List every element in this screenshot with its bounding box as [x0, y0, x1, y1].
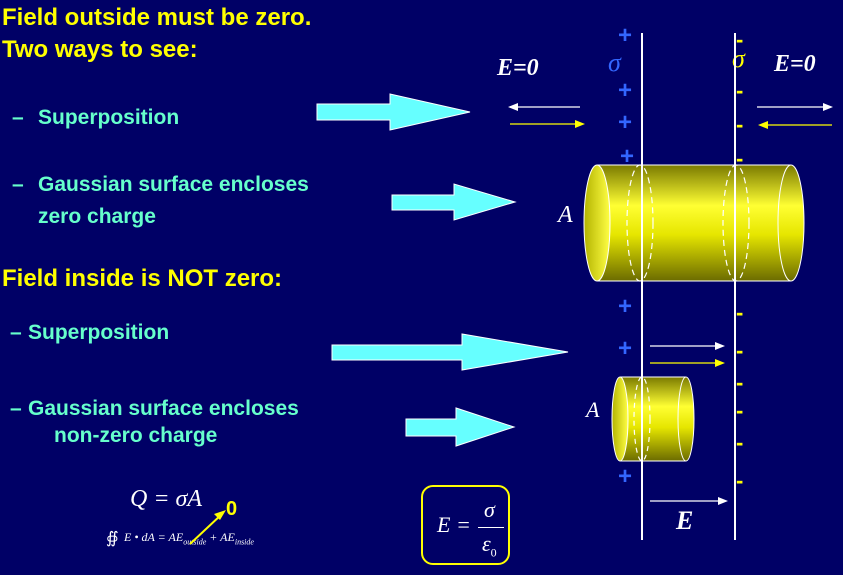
minus-charges: - - - - - - - - - -: [736, 27, 743, 493]
equation-field-lhs: E =: [437, 512, 471, 537]
bullet-dash-3: –: [10, 321, 22, 344]
plus-charge: +: [618, 22, 632, 49]
item-gaussian-inside-line1: Gaussian surface encloses: [28, 397, 299, 420]
plus-charge: +: [618, 335, 632, 362]
arrow-gaussian-inside: [405, 407, 516, 447]
plus-charge: +: [618, 293, 632, 320]
minus-charge: -: [736, 146, 743, 171]
item-gaussian-inside-line2: non-zero charge: [54, 424, 218, 447]
minus-charge: -: [736, 338, 743, 363]
plus-charges: + + + + + + +: [618, 22, 634, 490]
plus-charge: +: [618, 463, 632, 490]
bullet-dash-1: –: [12, 106, 24, 129]
equation-field-epsilon: ε0: [482, 531, 497, 560]
label-field-e: E: [676, 506, 694, 535]
gaussian-cylinder-large: [583, 164, 805, 282]
minus-charge: -: [736, 112, 743, 137]
minus-charge: -: [736, 27, 743, 52]
plus-charge: +: [618, 77, 632, 104]
minus-charge: -: [736, 398, 743, 423]
item-superposition-outside: Superposition: [38, 106, 180, 129]
label-area-large: A: [558, 202, 573, 228]
heading-field-inside: Field inside is NOT zero:: [2, 265, 283, 292]
arrow-superposition-inside: [331, 333, 569, 371]
label-area-small: A: [586, 397, 600, 422]
item-gaussian-outside-line2: zero charge: [38, 205, 156, 228]
minus-charge: -: [736, 78, 743, 103]
equation-flux-integral-sign: ∯: [106, 530, 119, 547]
bullet-dash-2: –: [12, 173, 24, 196]
equation-fraction-bar: [478, 527, 504, 528]
item-superposition-inside: Superposition: [28, 321, 170, 344]
label-e-zero-right: E=0: [774, 51, 816, 77]
minus-charge: -: [736, 370, 743, 395]
label-e-zero-left: E=0: [497, 55, 539, 81]
item-gaussian-outside-line1: Gaussian surface encloses: [38, 173, 309, 196]
gaussian-cylinder-small: [611, 376, 695, 462]
equation-zero-arrow: [189, 510, 226, 545]
field-arrows-inside: [650, 342, 725, 367]
equation-charge: Q = σA: [130, 486, 203, 512]
minus-charge: -: [736, 468, 743, 493]
bullet-dash-4: –: [10, 397, 22, 420]
label-sigma-positive: σ: [608, 48, 621, 77]
field-arrows-left-outside: [508, 103, 585, 128]
field-arrow-e: [650, 497, 728, 505]
field-arrows-right-outside: [757, 103, 833, 129]
heading-two-ways: Two ways to see:: [2, 36, 198, 63]
minus-charge: -: [736, 300, 743, 325]
heading-field-outside: Field outside must be zero.: [2, 4, 312, 31]
arrow-superposition-outside: [316, 93, 471, 131]
arrow-gaussian-outside: [391, 183, 517, 221]
minus-charge: -: [736, 430, 743, 455]
plus-charge: +: [620, 143, 634, 170]
equation-field-box: [421, 485, 510, 565]
equation-flux: E • dA = AEoutside + AEinside: [124, 530, 254, 547]
equation-zero-label: 0: [226, 498, 238, 520]
plus-charge: +: [618, 109, 632, 136]
equation-field-sigma: σ: [484, 497, 495, 522]
